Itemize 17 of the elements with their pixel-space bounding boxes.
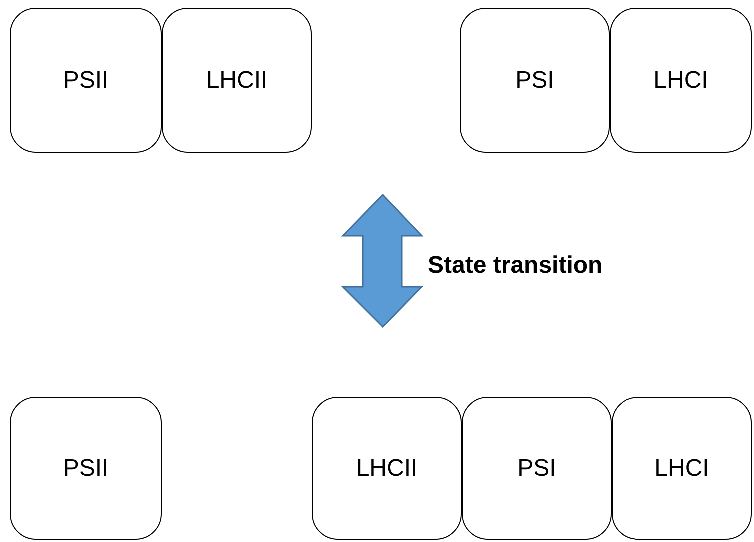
node-label: LHCII xyxy=(356,454,418,482)
rounded-box xyxy=(612,397,752,540)
node-label: PSI xyxy=(518,454,556,482)
node-label: PSII xyxy=(63,454,109,482)
rounded-box xyxy=(462,397,612,540)
node-label: LHCI xyxy=(654,66,708,94)
rounded-box xyxy=(162,8,312,153)
rounded-box xyxy=(460,8,610,153)
process-label: State transition xyxy=(428,252,603,280)
rounded-box xyxy=(10,8,162,153)
node-label: PSI xyxy=(516,66,554,94)
rounded-box xyxy=(312,397,462,540)
node-label: LHCII xyxy=(206,66,268,94)
node-label: LHCI xyxy=(654,454,710,482)
rounded-box xyxy=(10,397,162,540)
rounded-box xyxy=(610,8,752,153)
node-label: PSII xyxy=(63,66,109,94)
